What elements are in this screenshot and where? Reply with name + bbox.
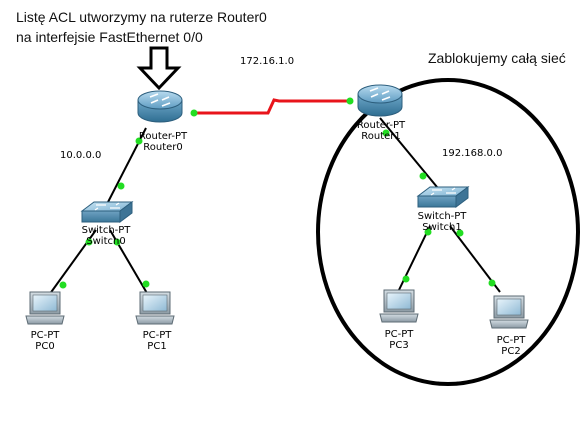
switch0-label: Switch-PT Switch0 (82, 225, 131, 247)
device-type: Router-PT (138, 131, 188, 142)
pc2-label: PC-PT PC2 (497, 335, 526, 357)
port-dot (456, 229, 464, 237)
router1-label: Router-PT Router1 (357, 120, 405, 142)
port-dot (190, 109, 198, 117)
wan-network-label: 172.16.1.0 (240, 56, 295, 67)
pc1-label: PC-PT PC1 (143, 330, 172, 352)
port-dot (142, 280, 150, 288)
link-router1-switch1 (379, 117, 438, 188)
device-name: Router0 (143, 142, 183, 153)
device-type: Switch-PT (417, 211, 467, 222)
device-name: PC0 (35, 341, 55, 352)
port-dot (419, 172, 427, 180)
acl-note-line2: na interfejsie FastEthernet 0/0 (16, 29, 203, 45)
pc3-icon[interactable] (379, 289, 419, 323)
device-type: PC-PT (384, 329, 414, 340)
pc3-label: PC-PT PC3 (385, 329, 414, 351)
block-note: Zablokujemy całą sieć (428, 50, 566, 66)
port-dot (488, 279, 496, 287)
switch0-icon[interactable] (80, 201, 134, 223)
switch1-label: Switch-PT Switch1 (418, 211, 467, 233)
device-type: Switch-PT (81, 225, 131, 236)
pc2-icon[interactable] (489, 295, 529, 329)
port-dot (135, 137, 143, 145)
port-dot (346, 97, 354, 105)
lan0-network-label: 10.0.0.0 (60, 150, 102, 161)
port-dot (59, 281, 67, 289)
device-name: PC1 (147, 341, 167, 352)
port-dot (85, 238, 93, 246)
device-name: PC2 (501, 346, 521, 357)
router1-icon[interactable] (357, 84, 403, 117)
port-dot (113, 238, 121, 246)
switch1-icon[interactable] (416, 186, 470, 208)
lan1-network-label: 192.168.0.0 (442, 148, 503, 159)
router0-icon[interactable] (137, 90, 183, 123)
pc0-icon[interactable] (25, 291, 65, 325)
blocked-network-ellipse (316, 78, 580, 386)
down-arrow-icon (136, 46, 182, 91)
port-dot (382, 129, 390, 137)
device-name: Switch0 (86, 236, 126, 247)
link-switch1-pc3 (397, 225, 431, 293)
device-name: PC3 (389, 340, 409, 351)
port-dot (117, 182, 125, 190)
port-status-dots (59, 97, 496, 289)
device-name: Router1 (361, 131, 401, 142)
device-type: PC-PT (30, 330, 60, 341)
pc1-icon[interactable] (135, 291, 175, 325)
port-dot (402, 275, 410, 283)
serial-link-router0-router1 (194, 98, 350, 115)
router0-label: Router-PT Router0 (139, 131, 187, 153)
device-type: PC-PT (496, 335, 526, 346)
port-dot (424, 228, 432, 236)
device-type: PC-PT (142, 330, 172, 341)
acl-note-line1: Listę ACL utworzymy na ruterze Router0 (16, 9, 267, 25)
pc0-label: PC-PT PC0 (31, 330, 60, 352)
device-type: Router-PT (356, 120, 406, 131)
device-name: Switch1 (422, 222, 462, 233)
